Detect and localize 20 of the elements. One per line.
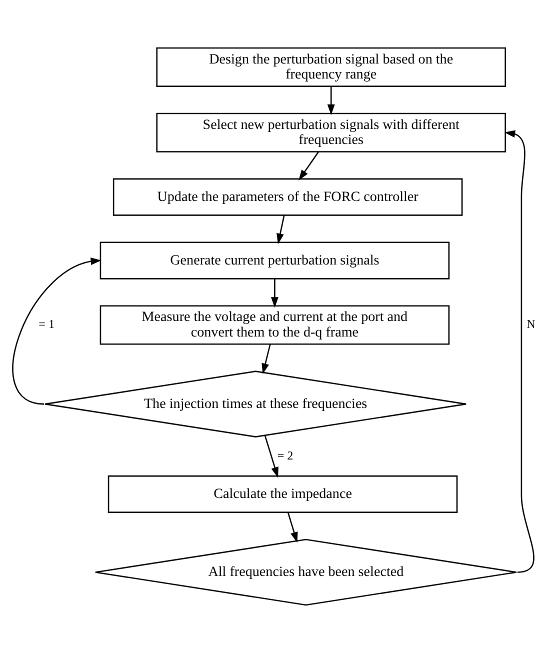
arrow: [12, 257, 102, 404]
node-box: Measure the voltage and current at the port and convert them to the d-q frame: [100, 304, 450, 344]
edge-label: N: [526, 316, 536, 331]
node-box: Update the parameters of the FORC controller: [112, 178, 463, 216]
edge-label: = 2: [277, 448, 294, 462]
node-box: Design the perturbation signal based on the frequency range: [156, 46, 506, 86]
node-diamond: All frequencies have been selected: [94, 538, 518, 606]
arrow: [327, 86, 335, 115]
node-box: Generate current perturbation signals: [100, 241, 450, 279]
arrow: [262, 344, 271, 374]
arrow: [264, 434, 278, 478]
arrow: [270, 278, 278, 308]
arrow: [298, 151, 319, 180]
arrow: [504, 130, 534, 572]
arrow: [287, 512, 298, 542]
node-box: Calculate the impedance: [108, 474, 458, 512]
node-diamond: The injection times at these frequencies: [44, 370, 467, 437]
node-box: Select new perturbation signals with different frequencies: [156, 112, 506, 152]
edge-label: = 1: [38, 316, 55, 331]
arrow: [276, 214, 285, 244]
